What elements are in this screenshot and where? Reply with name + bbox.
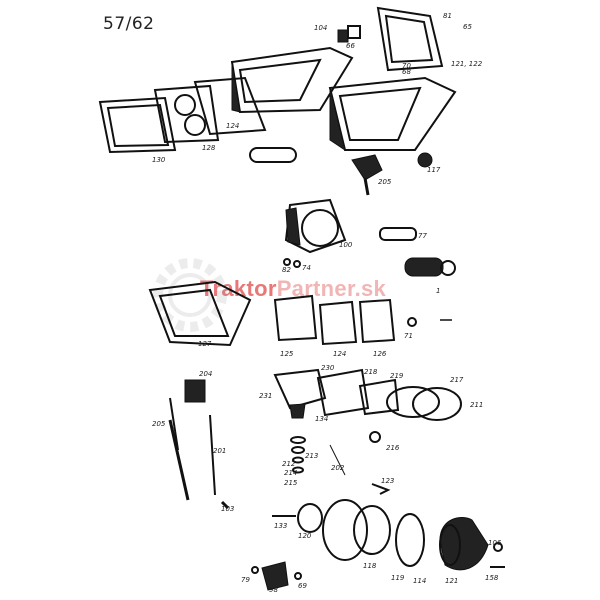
callout: 65 [463, 23, 472, 31]
frame-217 [412, 387, 462, 421]
callout: 205 [378, 178, 392, 186]
callout: 212 [282, 460, 296, 468]
lens-218 [358, 378, 400, 416]
callout: 82 [282, 266, 291, 274]
callout: 103 [221, 505, 234, 513]
lens-128 [153, 84, 220, 144]
bulb-plate-small [249, 147, 297, 163]
callout: 205 [152, 420, 166, 428]
washer-69 [294, 572, 302, 580]
callout: 217 [450, 376, 464, 384]
callout: 1 [436, 287, 440, 295]
headlamp-shell-121 [439, 517, 489, 571]
callout: 201 [213, 447, 226, 455]
callout: 81 [443, 12, 452, 20]
page-number: 57/62 [103, 14, 155, 34]
rear-housing-left [230, 46, 354, 114]
nut-117 [417, 152, 433, 168]
lens-124 [318, 300, 358, 346]
headlamp-body-100 [284, 198, 347, 254]
callout: 213 [305, 452, 318, 460]
socket-120 [297, 503, 323, 533]
callout: 125 [280, 350, 294, 358]
bracket-98 [261, 561, 289, 591]
ring-118b [353, 505, 391, 555]
stack-212-215 [290, 436, 306, 474]
callout: 114 [413, 577, 426, 585]
callout: 128 [202, 144, 216, 152]
switch-204 [169, 379, 206, 451]
spring-123 [371, 483, 391, 495]
bulb-216 [369, 431, 381, 443]
grip-77 [379, 227, 417, 241]
callout: 158 [485, 574, 499, 582]
bulb-holder-104 [337, 25, 361, 43]
callout: 204 [199, 370, 212, 378]
callout: 71 [404, 332, 413, 340]
callout: 130 [152, 156, 166, 164]
callout: 215 [284, 479, 298, 487]
callout: 74 [302, 264, 311, 272]
callout: 219 [390, 372, 404, 380]
watermark-suffix: Partner.sk [276, 276, 387, 301]
callout: 126 [373, 350, 387, 358]
screw-71 [407, 317, 417, 327]
callout: 106 [488, 539, 502, 547]
screw-103 [220, 500, 230, 510]
callout: 218 [364, 368, 378, 376]
lens-frame-130 [98, 96, 177, 154]
callout: 123 [381, 477, 394, 485]
callout: 202 [331, 464, 345, 472]
connector-205-top [351, 154, 383, 196]
callout: 120 [298, 532, 312, 540]
callout: 118 [363, 562, 377, 570]
callout: 121 [445, 577, 458, 585]
lamp-231 [273, 368, 327, 419]
bezel-119 [395, 513, 425, 567]
screw-82 [283, 258, 291, 266]
screw-106 [493, 542, 503, 552]
housing-127 [148, 280, 252, 347]
rear-housing-right [328, 76, 457, 152]
callout: 69 [298, 582, 307, 590]
callout: 117 [427, 166, 441, 174]
callout: 119 [391, 574, 405, 582]
gasket-124 [193, 76, 267, 136]
callout: 77 [418, 232, 427, 240]
callout: 214 [284, 469, 297, 477]
washer-74 [293, 260, 301, 268]
callout: 133 [274, 522, 287, 530]
frame-125 [273, 294, 318, 342]
callout: 127 [198, 340, 212, 348]
rod-201 [209, 414, 216, 496]
callout: 68 [402, 68, 411, 76]
callout-labels: 104 66 81 65 121, 122 70 68 130 128 124 … [152, 12, 502, 594]
callout: 100 [339, 241, 353, 249]
callout: 211 [470, 401, 483, 409]
callout: 104 [314, 24, 327, 32]
callout: 66 [346, 42, 355, 50]
wire-202 [329, 444, 346, 476]
callout: 98 [269, 586, 278, 594]
callout: 216 [386, 444, 400, 452]
callout: 121, 122 [451, 60, 483, 68]
rod-205 [168, 419, 190, 501]
frame-126 [358, 298, 396, 344]
callout: 124 [333, 350, 346, 358]
handle-1 [404, 257, 456, 277]
reflector-118 [322, 499, 368, 561]
callout: 70 [402, 62, 411, 70]
callout: 134 [315, 415, 328, 423]
lens-230 [316, 368, 370, 417]
reflector-cap-81 [376, 6, 444, 72]
gasket-219 [386, 386, 440, 418]
callout: 124 [226, 122, 239, 130]
callout: 231 [259, 392, 272, 400]
callout: 79 [241, 576, 250, 584]
nut-79 [251, 566, 259, 574]
callout: 230 [321, 364, 335, 372]
